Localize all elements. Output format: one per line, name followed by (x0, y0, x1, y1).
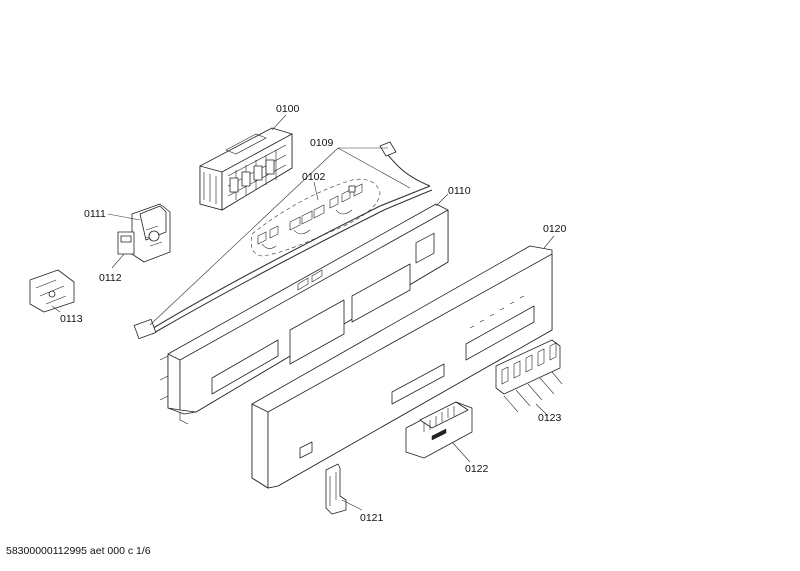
leader-lines (51, 114, 555, 511)
callout-0109: 0109 (310, 137, 334, 149)
callout-0123: 0123 (538, 412, 562, 424)
part-0120-front-panel (251, 245, 553, 489)
callout-0121: 0121 (360, 512, 384, 524)
callout-0110: 0110 (448, 185, 471, 197)
part-0110-frame (159, 203, 449, 425)
part-0111-assembly (131, 203, 171, 263)
part-0121-clip (325, 463, 347, 515)
callout-0122: 0122 (465, 463, 489, 475)
part-0100-control-module (199, 127, 293, 211)
part-0102-connectors (250, 178, 381, 257)
part-0122-display-module (405, 401, 473, 459)
part-0113-bracket (29, 269, 75, 313)
callout-0111: 0111 (84, 208, 106, 220)
callout-0112: 0112 (99, 272, 122, 284)
part-0109-wire-harness (133, 141, 433, 340)
callout-labels: 0100 0109 0102 0110 0111 0112 0113 0120 … (60, 103, 567, 524)
callout-0100: 0100 (276, 103, 300, 115)
callout-0102: 0102 (302, 171, 326, 183)
callout-0120: 0120 (543, 223, 567, 235)
callout-0113: 0113 (60, 313, 83, 325)
part-0123-buttons (495, 339, 563, 413)
part-0112-valve (117, 231, 135, 255)
document-id-footer: 58300000112995 aet 000 c 1/6 (6, 545, 151, 557)
